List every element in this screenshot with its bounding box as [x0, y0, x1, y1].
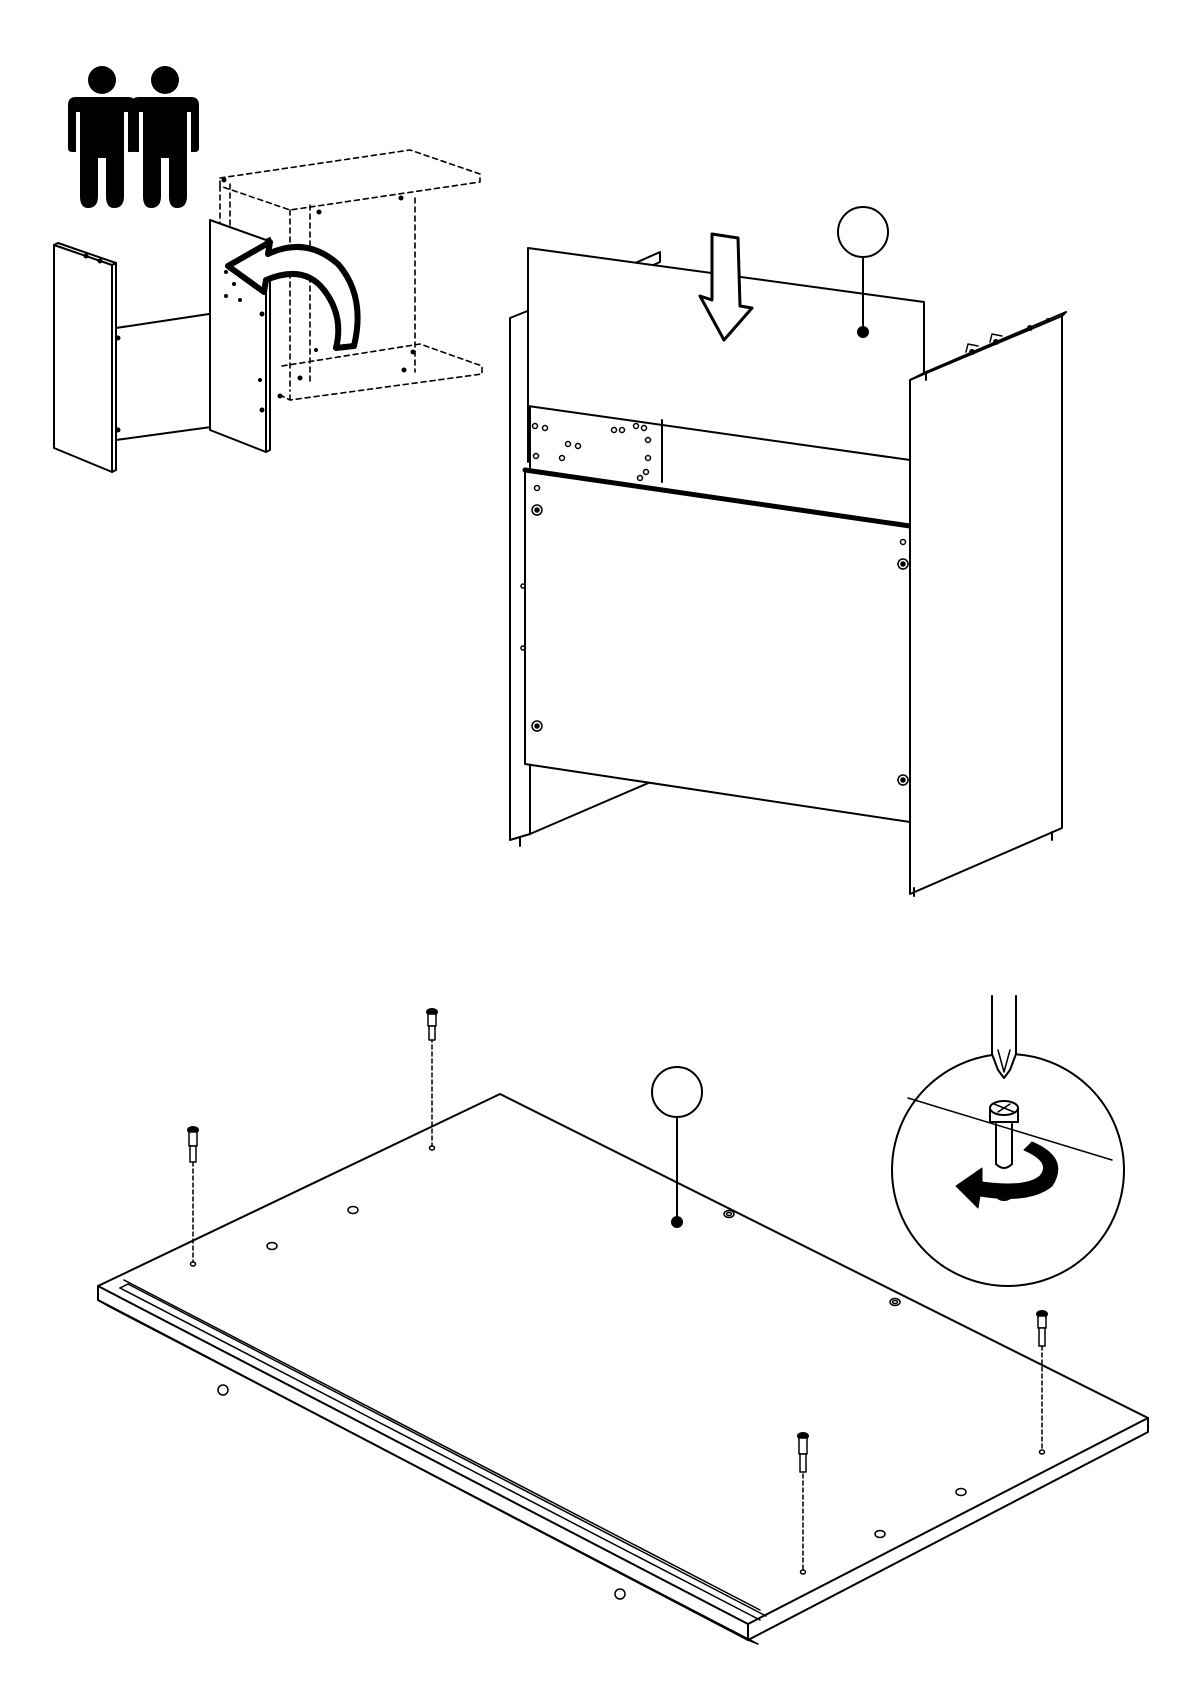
left-side-panel-small: [54, 243, 116, 472]
person-figure-left: [68, 66, 136, 208]
right-side-panel: [910, 312, 1066, 896]
person-figure-right: [131, 66, 199, 208]
two-person-icon: [68, 66, 199, 208]
inner-board: [521, 470, 910, 822]
screwdriver-icon: [992, 996, 1016, 1078]
cabinet-frame: [510, 207, 1066, 896]
screw-detail-circle: [892, 996, 1124, 1286]
